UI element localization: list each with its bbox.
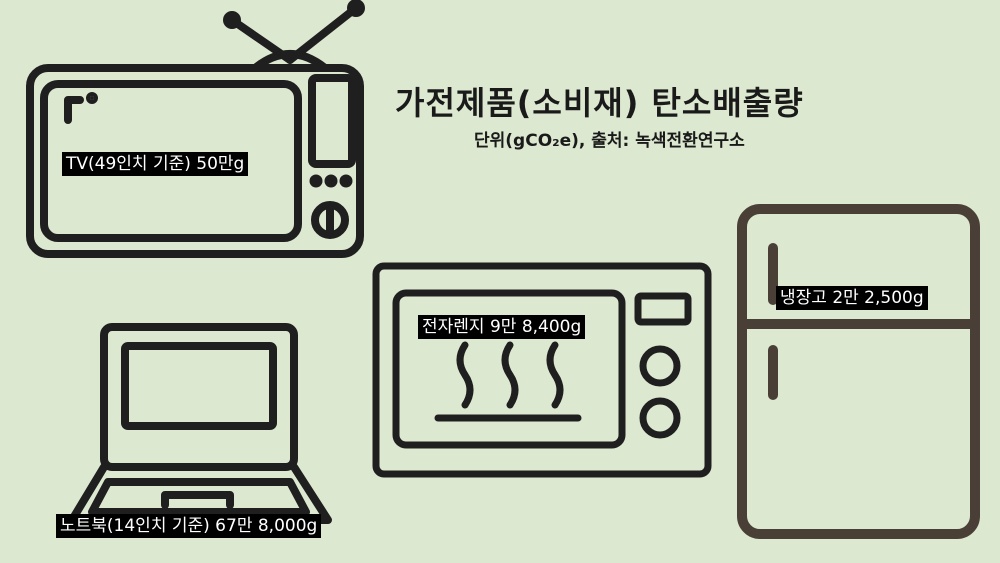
- fridge-icon: [737, 204, 980, 539]
- page-subtitle: 단위(gCO₂e), 출처: 녹색전환연구소: [474, 131, 745, 151]
- fridge-label: 냉장고 2만 2,500g: [776, 286, 928, 310]
- laptop-icon: [68, 323, 332, 524]
- page-title: 가전제품(소비재) 탄소배출량: [395, 84, 804, 122]
- microwave-icon: [372, 262, 712, 478]
- tv-label: TV(49인치 기준) 50만g: [62, 152, 249, 176]
- laptop-label: 노트북(14인치 기준) 67만 8,000g: [56, 514, 322, 538]
- microwave-label: 전자렌지 9만 8,400g: [418, 315, 586, 339]
- tv-icon: [26, 0, 365, 258]
